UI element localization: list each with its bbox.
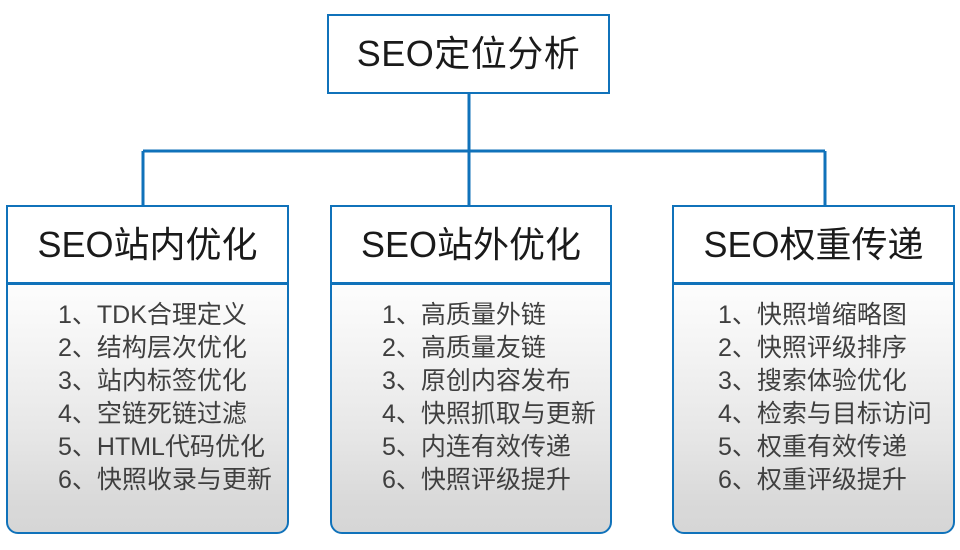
branch-header-3-label: SEO权重传递	[703, 223, 924, 265]
list-item: 5、权重有效传递	[718, 433, 907, 461]
list-item: 1、快照增缩略图	[718, 301, 907, 329]
branch-header-2[interactable]: SEO站外优化	[330, 205, 612, 284]
branch-body-2: 1、高质量外链 2、高质量友链 3、原创内容发布 4、快照抓取与更新 5、内连有…	[330, 283, 612, 534]
list-item: 4、检索与目标访问	[718, 400, 932, 428]
branch-header-2-label: SEO站外优化	[360, 223, 582, 265]
list-item: 6、权重评级提升	[718, 466, 907, 494]
branch-3-item-list: 1、快照增缩略图 2、快照评级排序 3、搜索体验优化 4、检索与目标访问 5、权…	[674, 299, 953, 497]
branch-2-item-list: 1、高质量外链 2、高质量友链 3、原创内容发布 4、快照抓取与更新 5、内连有…	[332, 299, 610, 497]
list-item: 2、结构层次优化	[58, 334, 247, 362]
branch-header-1[interactable]: SEO站内优化	[6, 205, 289, 284]
list-item: 3、站内标签优化	[58, 367, 247, 395]
list-item: 3、搜索体验优化	[718, 367, 907, 395]
list-item: 6、快照收录与更新	[58, 466, 272, 494]
branch-1-item-list: 1、TDK合理定义 2、结构层次优化 3、站内标签优化 4、空链死链过滤 5、H…	[8, 299, 287, 497]
list-item: 4、快照抓取与更新	[382, 400, 596, 428]
branch-column-2: SEO站外优化 1、高质量外链 2、高质量友链 3、原创内容发布 4、快照抓取与…	[330, 205, 612, 534]
list-item: 6、快照评级提升	[382, 466, 571, 494]
list-item: 4、空链死链过滤	[58, 400, 247, 428]
branch-header-3[interactable]: SEO权重传递	[672, 205, 955, 284]
branch-body-1: 1、TDK合理定义 2、结构层次优化 3、站内标签优化 4、空链死链过滤 5、H…	[6, 283, 289, 534]
list-item: 5、HTML代码优化	[58, 433, 265, 461]
branch-column-1: SEO站内优化 1、TDK合理定义 2、结构层次优化 3、站内标签优化 4、空链…	[6, 205, 289, 534]
list-item: 5、内连有效传递	[382, 433, 571, 461]
list-item: 3、原创内容发布	[382, 367, 571, 395]
branch-column-3: SEO权重传递 1、快照增缩略图 2、快照评级排序 3、搜索体验优化 4、检索与…	[672, 205, 955, 534]
branch-body-3: 1、快照增缩略图 2、快照评级排序 3、搜索体验优化 4、检索与目标访问 5、权…	[672, 283, 955, 534]
list-item: 2、快照评级排序	[718, 334, 907, 362]
branch-header-1-label: SEO站内优化	[37, 223, 258, 265]
root-node[interactable]: SEO定位分析	[327, 14, 610, 94]
list-item: 2、高质量友链	[382, 334, 546, 362]
list-item: 1、高质量外链	[382, 301, 546, 329]
root-node-title: SEO定位分析	[356, 33, 581, 74]
list-item: 1、TDK合理定义	[58, 301, 247, 329]
